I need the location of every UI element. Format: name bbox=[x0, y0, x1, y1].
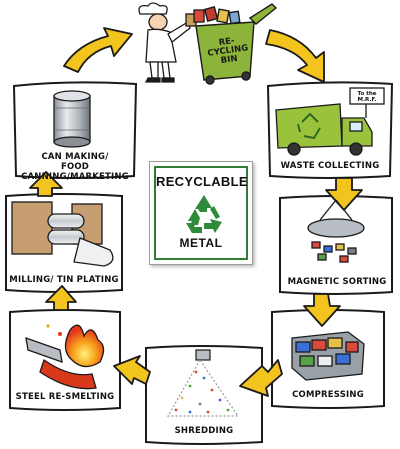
sign-title: RECYCLABLE bbox=[156, 174, 248, 189]
step-label-line: MILLING/ TIN PLATING bbox=[9, 275, 119, 285]
step-label-shredding: SHREDDING bbox=[148, 426, 260, 436]
truck-sign-line1: To the bbox=[357, 91, 377, 97]
sign-border: RECYCLABLE METAL bbox=[154, 166, 248, 260]
compressed-bale-illustration bbox=[291, 331, 365, 381]
step-label-line: MAGNETIC SORTING bbox=[287, 277, 387, 287]
arrow-to-magnetic-sorting bbox=[325, 177, 363, 211]
recycling-bin bbox=[195, 3, 278, 85]
sign-subtitle: METAL bbox=[179, 236, 223, 250]
milling-machine-illustration bbox=[11, 201, 114, 267]
truck-sign-line2: M.R.F. bbox=[357, 97, 377, 103]
tin-can-illustration bbox=[53, 90, 91, 148]
garbage-truck-illustration bbox=[275, 87, 385, 156]
step-label-line: CAN MAKING/ bbox=[41, 152, 109, 162]
step-label-line: STEEL RE-SMELTING bbox=[15, 392, 115, 402]
recycle-icon bbox=[186, 195, 222, 233]
step-label-steel-re-smelting: STEEL RE-SMELTING bbox=[10, 392, 120, 402]
step-label-line: WASTE COLLECTING bbox=[280, 161, 380, 171]
chef-illustration bbox=[138, 2, 205, 83]
panel-shredding bbox=[145, 345, 263, 445]
arrow-to-steel-re-smelting bbox=[113, 355, 151, 385]
recyclable-metal-sign: RECYCLABLE METAL bbox=[149, 161, 253, 265]
step-label-waste-collecting: WASTE COLLECTING bbox=[270, 161, 390, 171]
arrow-to-can-making bbox=[29, 171, 63, 197]
shredding-spray-illustration bbox=[166, 349, 240, 417]
arrow-to-milling bbox=[45, 285, 77, 311]
arrow-to-recycling-bin bbox=[63, 27, 133, 73]
arrow-to-waste-collecting bbox=[265, 29, 325, 83]
truck-sign: To the M.R.F. bbox=[350, 91, 384, 103]
step-label-line: FOOD CANNING/MARKETING bbox=[21, 162, 129, 182]
step-label-milling-tin-plating: MILLING/ TIN PLATING bbox=[6, 275, 122, 285]
magnet-illustration bbox=[307, 199, 365, 263]
arrow-to-shredding bbox=[239, 359, 283, 397]
step-label-line: COMPRESSING bbox=[292, 390, 364, 400]
step-label-magnetic-sorting: MAGNETIC SORTING bbox=[282, 277, 392, 287]
step-label-can-making: CAN MAKING/ FOOD CANNING/MARKETING bbox=[18, 152, 132, 182]
arrow-to-compressing bbox=[303, 293, 341, 327]
shredded-fragments bbox=[174, 370, 230, 414]
step-label-line: SHREDDING bbox=[174, 426, 234, 436]
smelting-furnace-illustration bbox=[25, 324, 105, 390]
step-label-compressing: COMPRESSING bbox=[274, 390, 382, 400]
